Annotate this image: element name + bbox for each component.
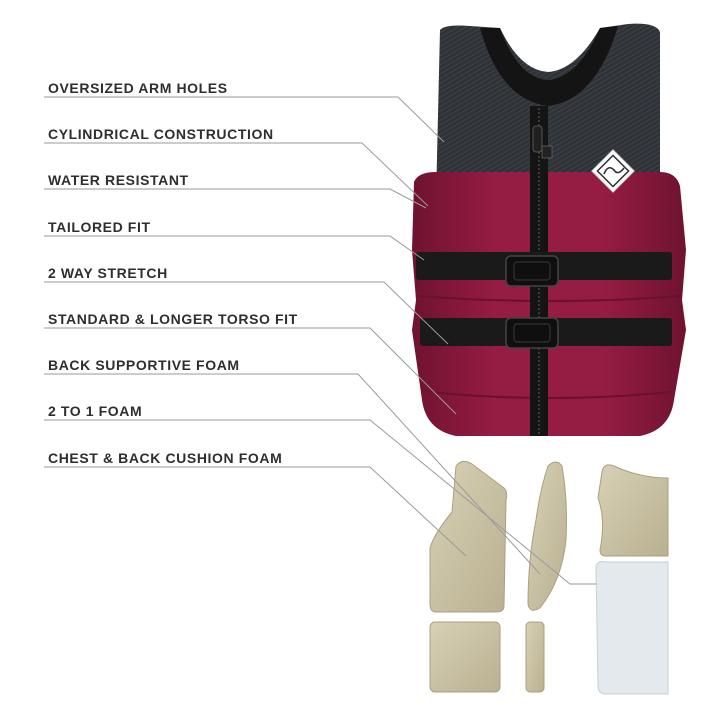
feature-label-stretch: 2 WAY STRETCH bbox=[48, 265, 168, 281]
foam-bottom-block bbox=[429, 621, 501, 693]
zipper-pull bbox=[532, 125, 543, 153]
leader-line bbox=[44, 142, 429, 207]
feature-label-water-resistant: WATER RESISTANT bbox=[48, 172, 189, 188]
leader-line bbox=[44, 327, 457, 415]
buckle-lower bbox=[505, 317, 559, 349]
leader-line bbox=[44, 281, 449, 345]
feature-label-arm-holes: OVERSIZED ARM HOLES bbox=[48, 80, 228, 96]
size-tag bbox=[541, 145, 553, 159]
foam-chest-panel bbox=[429, 460, 508, 613]
vest-quilt-line bbox=[429, 391, 673, 399]
foam-side-strip bbox=[527, 461, 567, 611]
feature-label-torso-fit: STANDARD & LONGER TORSO FIT bbox=[48, 311, 298, 327]
foam-pieces bbox=[429, 460, 669, 695]
buckle-upper bbox=[505, 255, 559, 287]
leader-line bbox=[44, 373, 541, 575]
leader-line bbox=[44, 188, 427, 209]
leader-line bbox=[44, 96, 445, 143]
brand-logo-patch bbox=[591, 149, 635, 193]
vest-quilt-line bbox=[417, 295, 683, 302]
life-vest bbox=[412, 23, 686, 436]
foam-bottom-strip bbox=[525, 621, 545, 693]
foam-back-upper bbox=[597, 464, 669, 557]
feature-label-tailored-fit: TAILORED FIT bbox=[48, 219, 151, 235]
leader-line bbox=[44, 466, 467, 557]
feature-label-2-to-1-foam: 2 TO 1 FOAM bbox=[48, 403, 143, 419]
feature-label-cylindrical: CYLINDRICAL CONSTRUCTION bbox=[48, 126, 274, 142]
foam-back-lower-light bbox=[595, 561, 669, 695]
leader-line bbox=[44, 419, 596, 585]
vest-body bbox=[412, 172, 686, 436]
leader-line bbox=[44, 235, 425, 261]
leader-lines bbox=[44, 96, 596, 585]
vest-inner-collar bbox=[480, 26, 618, 106]
feature-label-back-foam: BACK SUPPORTIVE FOAM bbox=[48, 357, 240, 373]
feature-label-cushion-foam: CHEST & BACK CUSHION FOAM bbox=[48, 450, 283, 466]
